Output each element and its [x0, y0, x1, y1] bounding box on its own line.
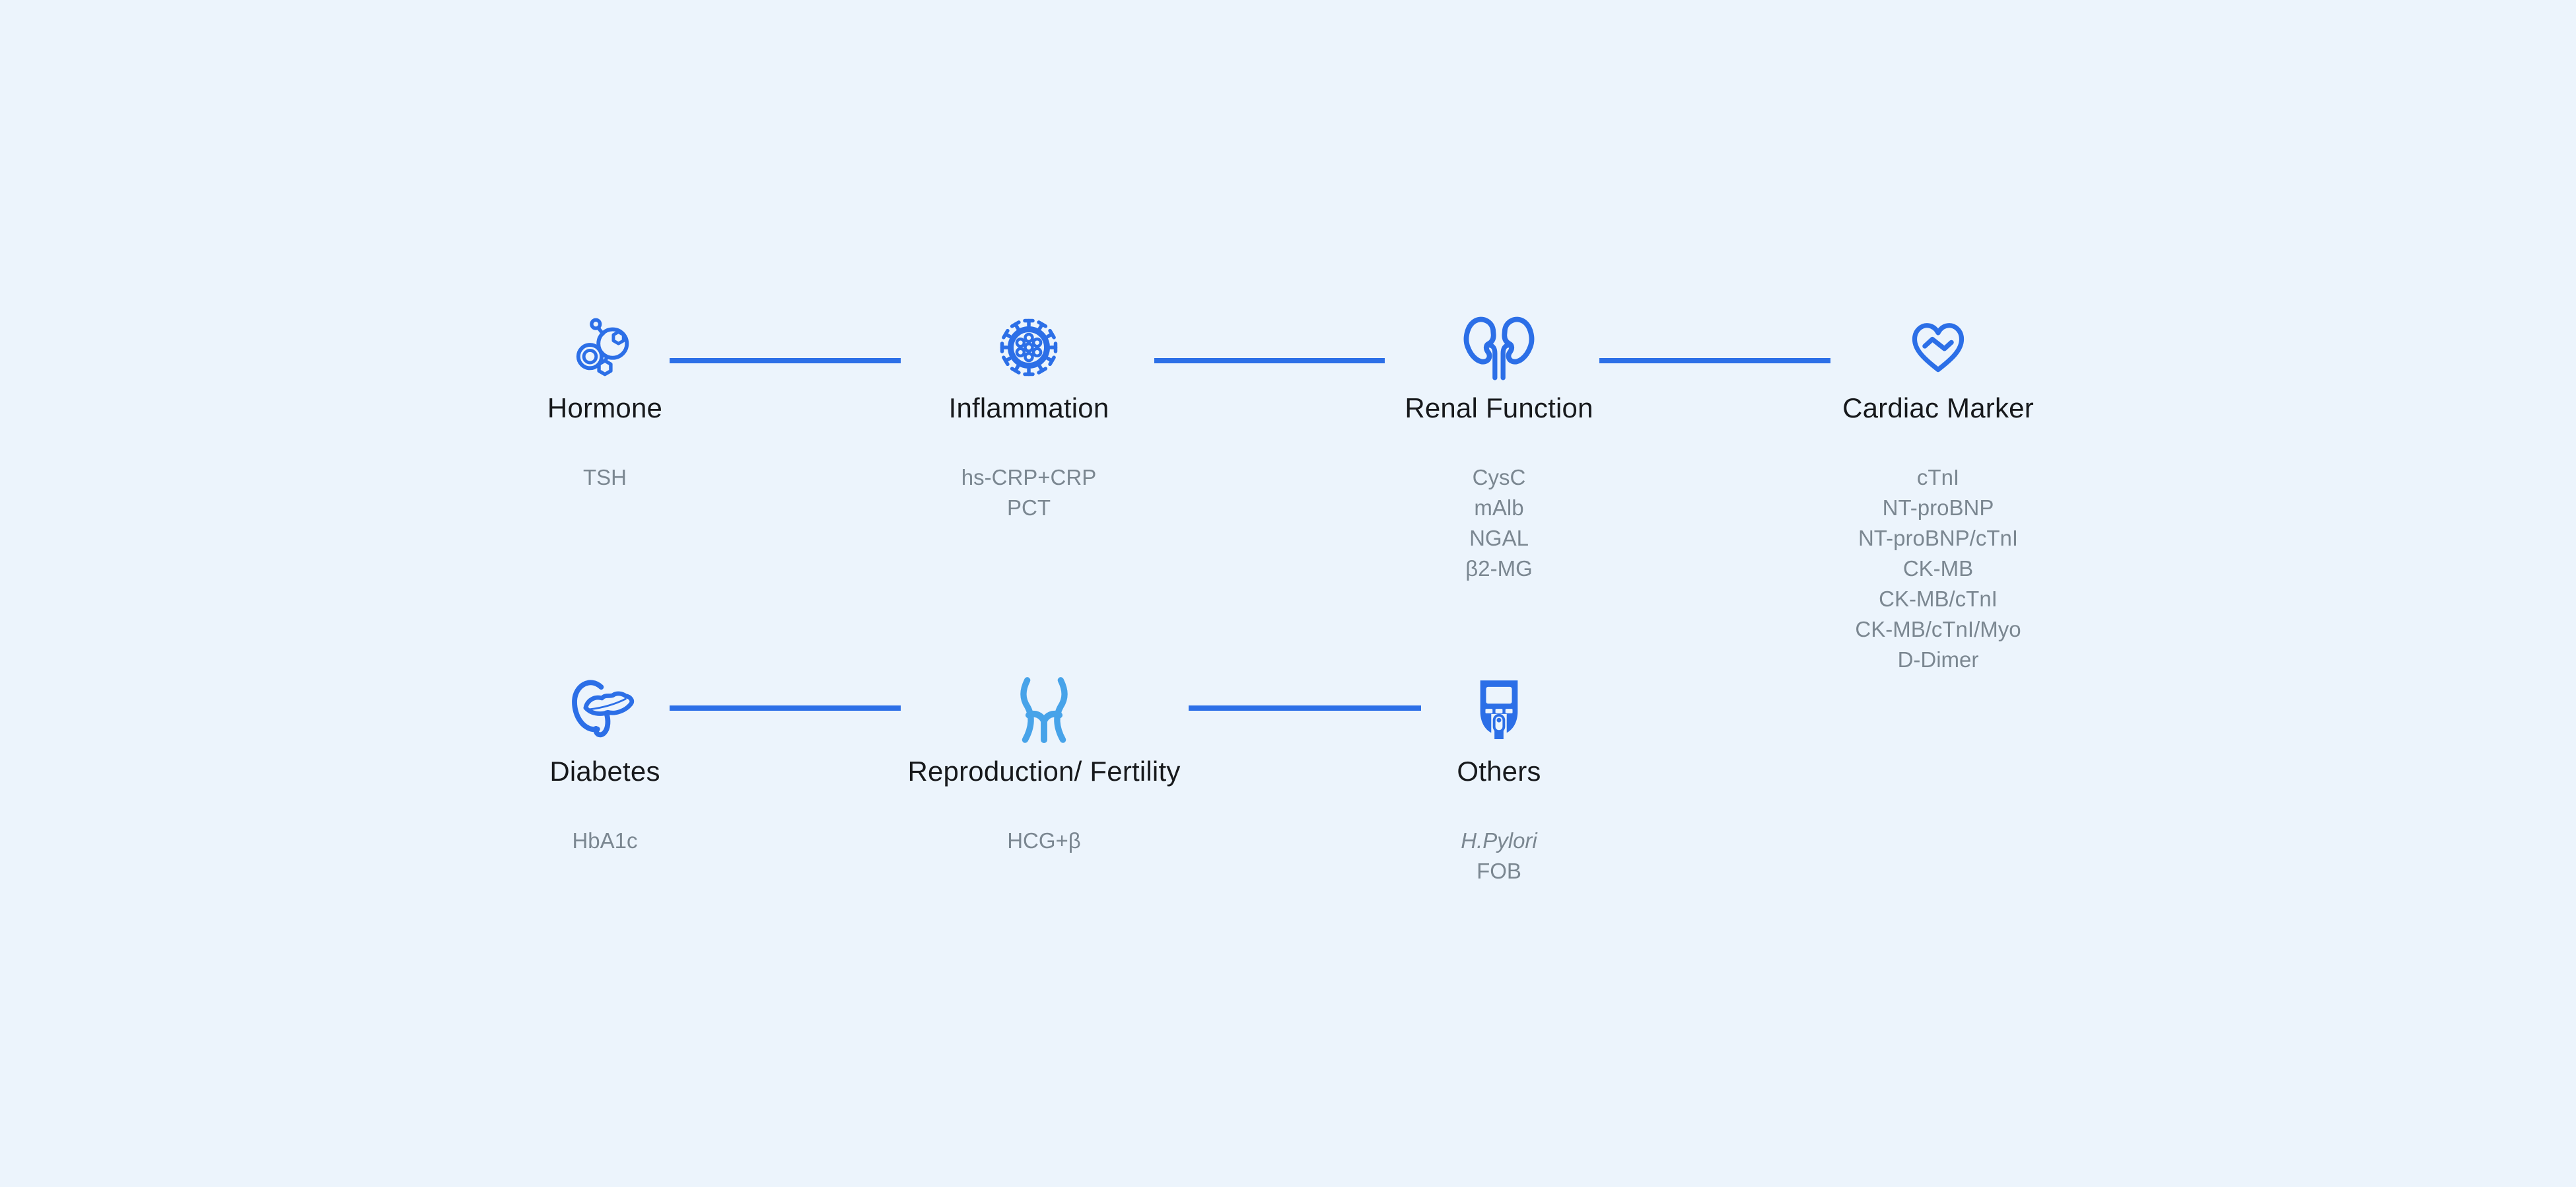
category-title: Others	[1457, 756, 1541, 787]
assay-list: HbA1c	[374, 826, 836, 856]
assay-item: mAlb	[1474, 495, 1524, 520]
assay-item: β2-MG	[1465, 556, 1533, 581]
category-title: Inflammation	[948, 392, 1109, 423]
assay-item: CK-MB	[1902, 556, 1974, 581]
connector-line	[1189, 705, 1421, 711]
kidneys-icon	[1268, 310, 1730, 384]
category-title: Hormone	[547, 392, 663, 423]
virus-icon	[798, 310, 1260, 384]
category-title: Reproduction/ Fertility	[907, 756, 1181, 787]
category-title: Renal Function	[1405, 392, 1593, 423]
assay-list: HCG+β	[813, 826, 1275, 856]
assay-item: CK-MB/cTnI/Myo	[1855, 617, 2021, 641]
assay-item: PCT	[1007, 495, 1051, 520]
assay-item: FOB	[1477, 859, 1521, 883]
assay-item: cTnI	[1916, 465, 1960, 489]
assay-item: HCG+β	[1007, 828, 1081, 853]
assay-item: TSH	[583, 465, 627, 489]
heart-pulse-icon	[1707, 310, 2169, 384]
assay-item: HbA1c	[572, 828, 638, 853]
female-body-icon	[813, 674, 1275, 748]
connector-line	[1599, 358, 1830, 363]
molecule-icon	[374, 310, 836, 384]
assay-list: cTnI NT-proBNP NT-proBNP/cTnI CK-MB CK-MB/cT…	[1707, 462, 2169, 675]
assay-item: NT-proBNP	[1882, 495, 1994, 520]
connector-line	[670, 358, 901, 363]
category-cardiac-marker: Cardiac Marker cTnI NT-proBNP NT-proBNP/cTn…	[1707, 310, 2169, 675]
assay-list: TSH	[374, 462, 836, 493]
category-title: Cardiac Marker	[1842, 392, 2034, 423]
assay-item: CK-MB/cTnI	[1879, 587, 1998, 611]
assay-item: NGAL	[1469, 526, 1529, 550]
assay-item: hs-CRP+CRP	[961, 465, 1097, 489]
assay-item: H.Pylori	[1461, 828, 1537, 853]
category-title: Diabetes	[549, 756, 660, 787]
glucose-meter-icon	[1268, 674, 1730, 748]
assay-item: D-Dimer	[1897, 647, 1979, 672]
connector-line	[670, 705, 901, 711]
assay-item: NT-proBNP/cTnI	[1858, 526, 2019, 550]
pancreas-icon	[374, 674, 836, 748]
category-inflammation: Inflammation hs-CRP+CRP PCT	[798, 310, 1260, 523]
assay-item: CysC	[1472, 465, 1526, 489]
connector-line	[1154, 358, 1385, 363]
assay-list: hs-CRP+CRP PCT	[798, 462, 1260, 523]
